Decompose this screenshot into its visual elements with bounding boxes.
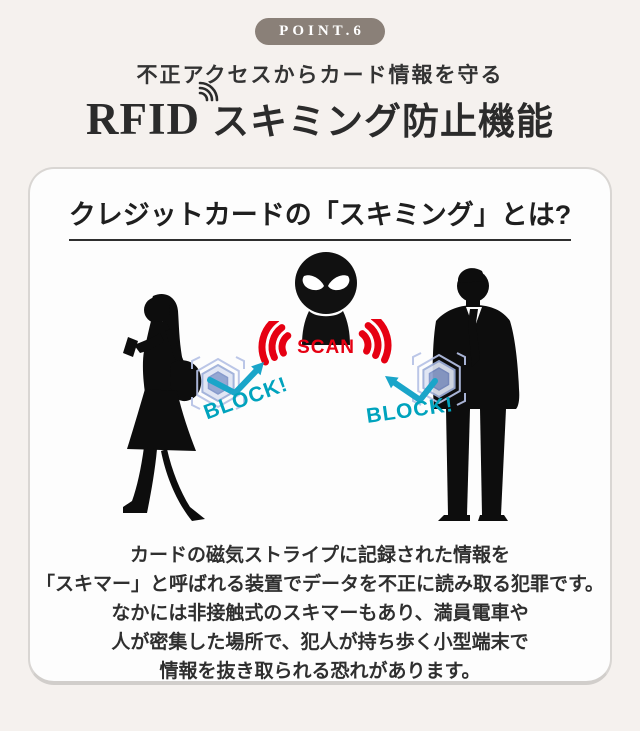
skimming-info-card: クレジットカードの「スキミング」とは? bbox=[28, 167, 612, 685]
card-heading: クレジットカードの「スキミング」とは? bbox=[68, 193, 572, 241]
badge-row: POINT.6 bbox=[0, 0, 640, 45]
title-ja: スキミング防止機能 bbox=[212, 101, 554, 142]
description-line: 情報を抜き取られる恐れがあります。 bbox=[159, 661, 481, 682]
description-line: 「スキマー」と呼ばれる装置でデータを不正に読み取る犯罪です。 bbox=[35, 574, 605, 595]
card-heading-row: クレジットカードの「スキミング」とは? bbox=[30, 193, 610, 241]
scan-waves-right-icon bbox=[358, 319, 392, 364]
scan-waves-left-icon bbox=[258, 321, 292, 366]
skimming-illustration: SCAN bbox=[30, 243, 610, 535]
description: カードの磁気ストライプに記録された情報を 「スキマー」と呼ばれる装置でデータを不… bbox=[30, 541, 610, 686]
rfid-label: RFID bbox=[86, 94, 200, 144]
rfid-wordmark: RFID bbox=[86, 81, 219, 145]
hacker-silhouette bbox=[295, 252, 357, 345]
block-arrow-left-icon bbox=[207, 362, 264, 396]
block-arrow-right-icon bbox=[385, 376, 438, 403]
description-line: なかには非接触式のスキマーもあり、満員電車や bbox=[111, 603, 529, 624]
rfid-signal-icon bbox=[198, 81, 219, 102]
subtitle: 不正アクセスからカード情報を守る bbox=[136, 64, 504, 87]
point-badge: POINT.6 bbox=[255, 18, 385, 45]
page-title: RFID スキミング防止機能 bbox=[0, 81, 640, 145]
scan-label: SCAN bbox=[297, 337, 355, 358]
description-line: カードの磁気ストライプに記録された情報を bbox=[129, 545, 510, 566]
woman-with-phone-silhouette bbox=[123, 293, 205, 521]
page: POINT.6 不正アクセスからカード情報を守る RFID スキミング防止機能 … bbox=[0, 0, 640, 685]
description-line: 人が密集した場所で、犯人が持ち歩く小型端末で bbox=[111, 632, 529, 653]
